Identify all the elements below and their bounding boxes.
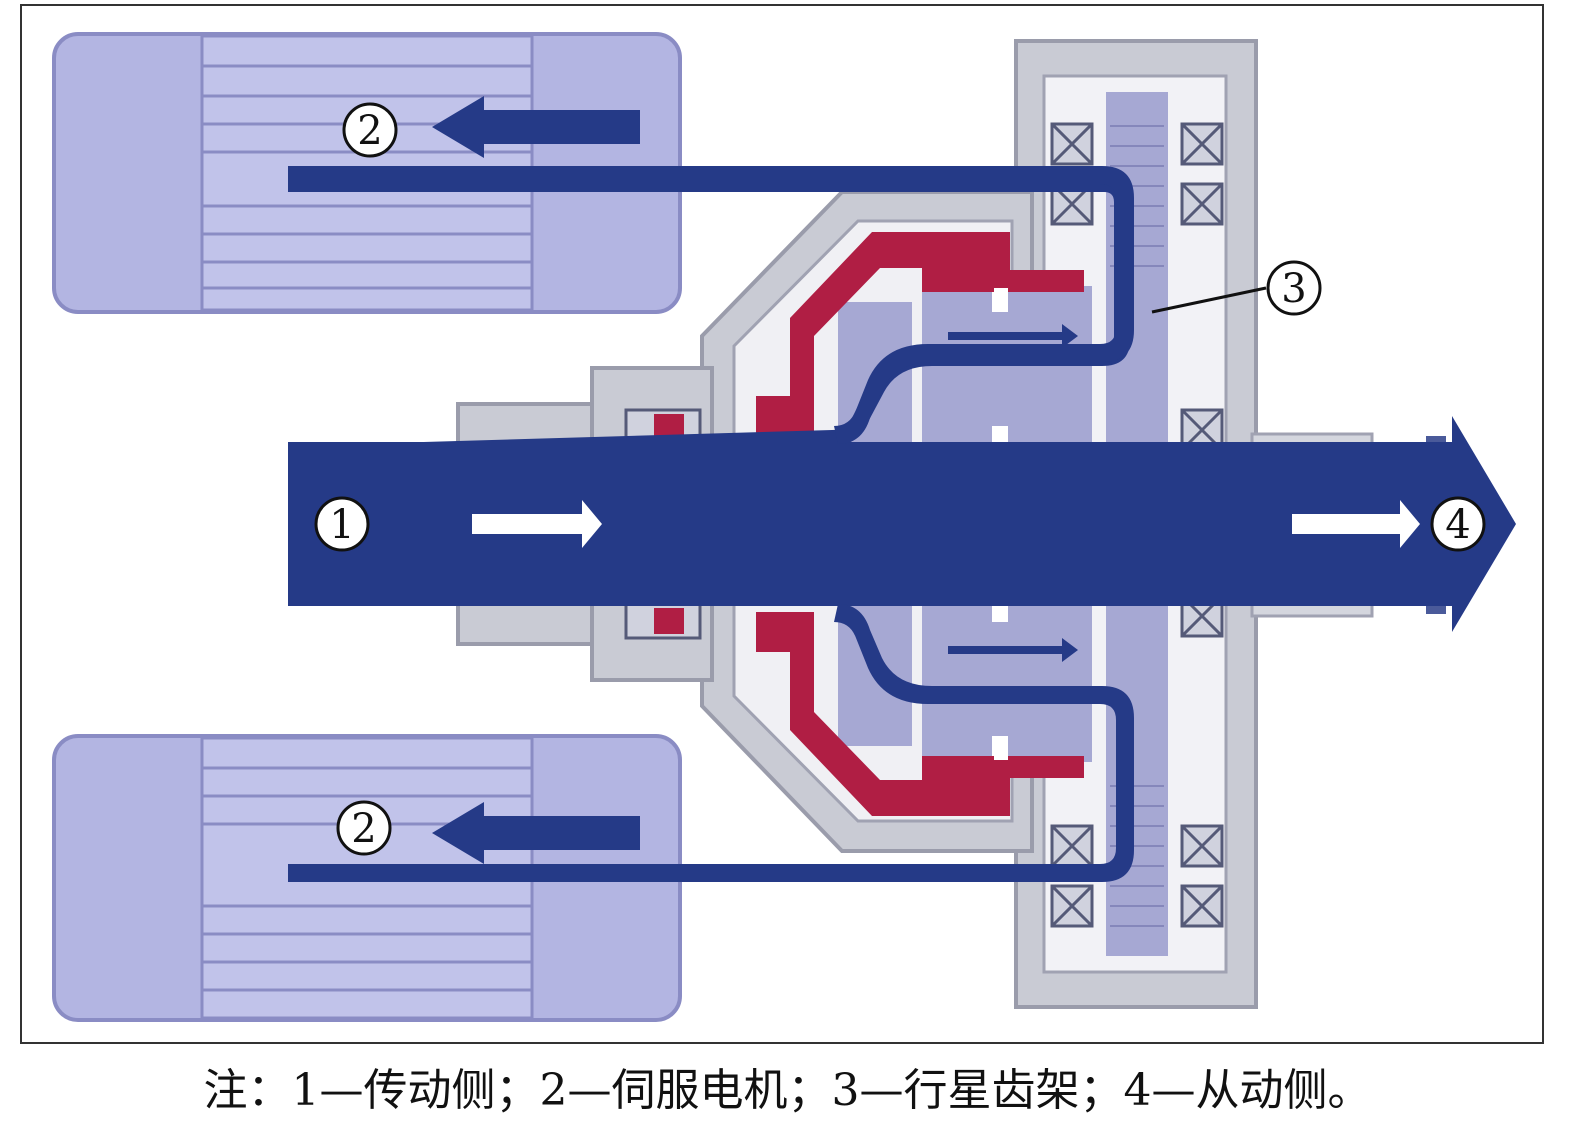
red-seal-lower [654, 608, 684, 634]
bearing-icon [1180, 122, 1224, 166]
arrow-left-icon [432, 802, 640, 864]
red-carrier-lower [756, 612, 1084, 816]
inner-arrow-lower-icon [948, 638, 1078, 662]
bearing-icon [1180, 824, 1224, 868]
bearing-icon [1050, 122, 1094, 166]
bearing-icon [1050, 884, 1094, 928]
arrow-right-icon [1292, 500, 1420, 548]
planetary-drive-diagram: 1 2 2 3 4 [52, 32, 1516, 1022]
leader-line-3 [1151, 286, 1267, 314]
bearing-icon [1050, 824, 1094, 868]
figure-frame: 1 2 2 3 4 [20, 4, 1544, 1044]
callout-2-bottom: 2 [336, 800, 392, 856]
inner-arrow-upper-icon [948, 324, 1078, 348]
arrow-right-icon [472, 500, 602, 548]
callout-1-label: 1 [329, 502, 354, 548]
arrow-left-icon [432, 96, 640, 158]
bearing-icon [1180, 182, 1224, 226]
main-shaft [288, 416, 1516, 632]
figure-caption: 注：1—传动侧；2—伺服电机；3—行星齿架；4—从动侧。 [203, 1065, 1372, 1116]
callout-4-label: 4 [1445, 502, 1470, 548]
power-flow [288, 96, 1516, 882]
callout-3-label: 3 [1281, 266, 1306, 312]
callout-3: 3 [1266, 260, 1322, 316]
red-carrier-upper [756, 232, 1084, 436]
callout-1: 1 [314, 496, 370, 552]
callout-2-top: 2 [342, 102, 398, 158]
red-slot-top [994, 288, 1008, 312]
bearing-icon [1180, 884, 1224, 928]
callout-2-top-label: 2 [357, 108, 382, 154]
callout-2-bottom-label: 2 [351, 806, 376, 852]
callout-4: 4 [1430, 496, 1486, 552]
red-slot-bottom [994, 736, 1008, 760]
